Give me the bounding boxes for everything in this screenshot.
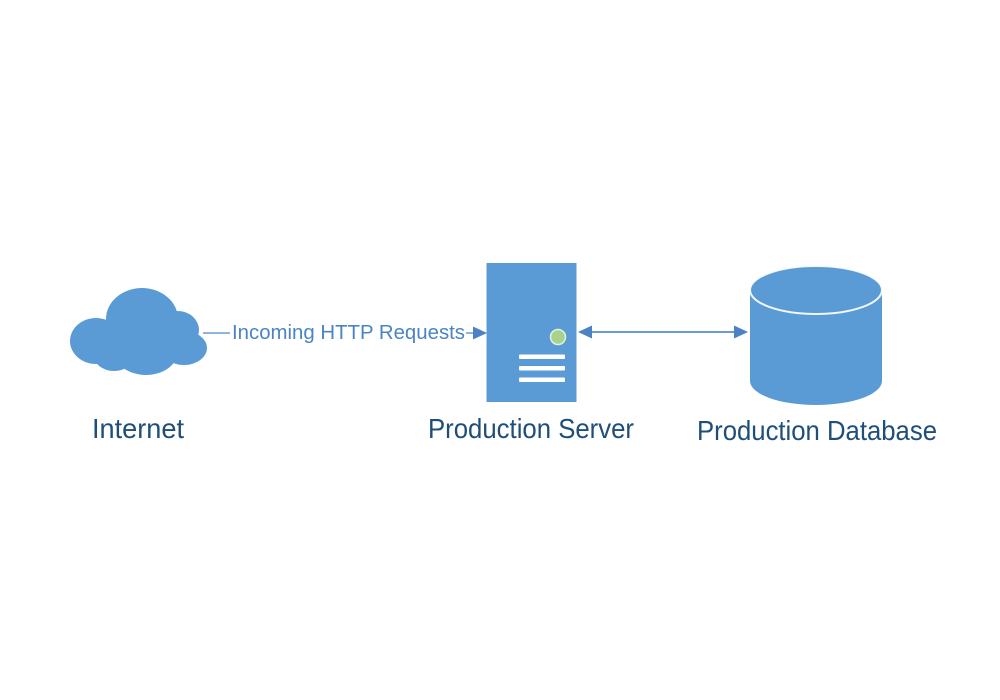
database-icon [749,265,883,405]
server-database-arrow [578,325,748,339]
incoming-requests-label: Incoming HTTP Requests [232,322,465,344]
database-body [750,290,882,405]
internet-label: Internet [92,413,184,444]
server-label: Production Server [428,413,634,444]
database-label: Production Database [697,415,937,446]
server-vent [519,354,565,359]
database-top [749,265,883,315]
server-power-led [549,328,567,346]
server-icon [486,263,577,402]
right-arrowhead-icon [734,325,748,339]
cloud-lobe [93,337,135,371]
server-vent [519,377,565,382]
left-arrowhead-icon [578,325,592,339]
server-vent [519,366,565,371]
cloud-icon [70,288,207,375]
incoming-arrowhead-icon [473,326,487,340]
